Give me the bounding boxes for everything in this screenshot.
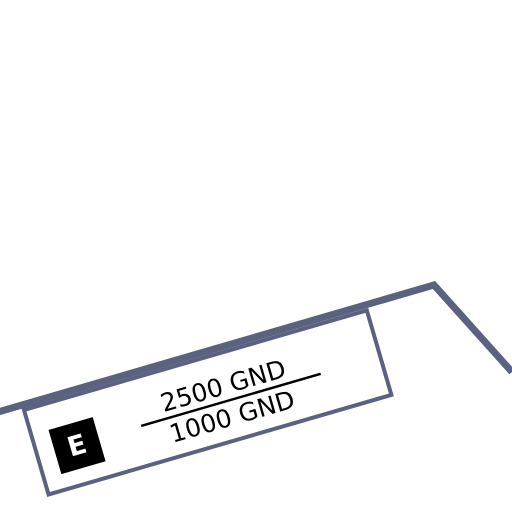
label-frame <box>21 307 394 497</box>
class-badge-background <box>48 417 106 475</box>
airspace-class-badge: E <box>48 417 106 475</box>
altitude-divider <box>140 372 322 428</box>
airspace-label-box: E 2500 GND 1000 GND <box>21 307 394 497</box>
airspace-boundary-line <box>0 281 512 416</box>
